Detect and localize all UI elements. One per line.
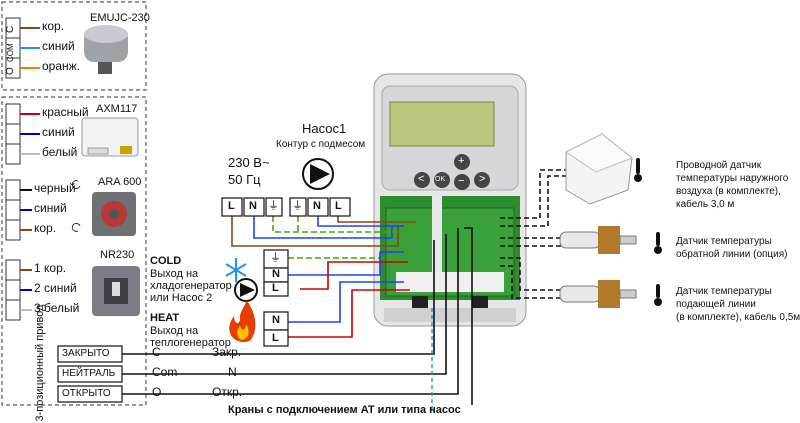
controller-left-button[interactable]: < — [418, 173, 425, 185]
snowflake-icon — [225, 258, 247, 282]
three-pos-title: 3-позиционный привод — [34, 304, 46, 422]
axm-wire-3: белый — [42, 145, 78, 159]
return-sensor-line-1: Датчик температуры — [676, 236, 772, 247]
three-pos-label-open: Откр. — [212, 385, 243, 399]
nr-wire-3: 3 белый — [34, 301, 80, 315]
cold-line-3: или Насос 2 — [150, 292, 213, 304]
supply-sensor-image — [559, 280, 637, 308]
cold-terminals — [263, 249, 289, 297]
three-pos-code-c: C — [152, 345, 161, 359]
controller-minus-button[interactable]: − — [458, 175, 465, 187]
nr-wire-2: 2 синий — [34, 281, 77, 295]
ara-name: ARA 600 — [98, 176, 142, 188]
heat-title: HEAT — [150, 312, 180, 324]
pump-title: Насос1 — [302, 121, 347, 136]
power-frequency: 50 Гц — [228, 172, 261, 187]
actuator-wires — [20, 27, 40, 311]
ara-wire-2: синий — [34, 201, 67, 215]
axm-name: AXM117 — [96, 103, 138, 115]
cold-term-ground: ⏚ — [270, 252, 281, 264]
three-pos-row-neutral: НЕЙТРАЛЬ — [62, 368, 116, 379]
ara-wire-1: черный — [34, 181, 76, 195]
outdoor-sensor-line-1: Проводной датчик — [676, 160, 762, 171]
pump-subtitle: Контур с подмесом — [276, 139, 366, 150]
heat-term-n: N — [272, 314, 280, 326]
heat-terminals — [263, 311, 289, 347]
rotation-arrows — [71, 180, 81, 232]
supply-sensor-line-1: Датчик температуры — [676, 286, 772, 297]
return-sensor-image — [559, 226, 637, 254]
frame-actuators — [1, 96, 147, 406]
controller-buttons — [414, 154, 490, 190]
heat-line-1: Выход на — [150, 325, 199, 337]
controller-body — [373, 73, 527, 327]
term-com: COM — [6, 43, 15, 62]
three-pos-code-o: O — [152, 385, 162, 399]
pump2-icon — [234, 278, 258, 302]
emujc-actuator-image — [84, 25, 128, 74]
ara-wire-3: кор. — [34, 221, 57, 235]
terminal-block-ara — [5, 179, 21, 241]
three-pos-boxes — [57, 345, 123, 403]
pump-term-ground: ⏚ — [292, 200, 303, 212]
bottom-caption: Краны с подключением AT или типа насос — [228, 404, 461, 416]
power-terminals — [221, 197, 283, 217]
nr-wire-1: 1 кор. — [34, 261, 67, 275]
power-term-ground: ⏚ — [268, 200, 279, 212]
three-pos-label-n: N — [228, 365, 237, 379]
outdoor-sensor-image — [565, 133, 633, 205]
emujc-wire-1: кор. — [42, 19, 65, 33]
three-pos-code-com: Com — [152, 365, 178, 379]
cold-term-l: L — [272, 282, 279, 294]
supply-sensor-line-2: подающей линии — [676, 299, 756, 310]
heat-term-l: L — [272, 332, 279, 344]
power-term-n: N — [249, 200, 257, 212]
power-voltage: 230 В~ — [228, 155, 270, 170]
axm-actuator-image — [81, 117, 139, 157]
pump-terminals — [289, 197, 351, 217]
cold-title: COLD — [150, 255, 182, 267]
term-o: O — [5, 67, 16, 75]
power-wiring — [231, 216, 416, 247]
heat-line-2: теплогенератор — [150, 337, 231, 349]
supply-sensor-line-3: (в комплекте), кабель 0,5м — [676, 312, 800, 323]
three-pos-row-open: ОТКРЫТО — [62, 388, 111, 399]
cold-line-2: хладогенератор — [150, 280, 232, 292]
three-pos-wiring — [122, 227, 473, 405]
controller-right-button[interactable]: > — [479, 173, 486, 185]
pump-term-n: N — [313, 200, 321, 212]
axm-wire-1: красный — [42, 105, 89, 119]
terminal-block-axm — [5, 103, 21, 165]
ara-actuator-image — [92, 192, 136, 236]
term-c: C — [5, 25, 16, 33]
outdoor-sensor-line-4: кабель 3,0 м — [676, 199, 735, 210]
axm-wire-2: синий — [42, 125, 75, 139]
thermometer-icon — [634, 158, 662, 306]
emujc-name: EMUJC-230 — [90, 12, 150, 24]
flame-icon — [229, 300, 256, 342]
relay-wiring — [288, 251, 410, 338]
cold-term-n: N — [272, 268, 280, 280]
diagram-canvas — [1, 1, 662, 413]
nr-name: NR230 — [100, 249, 135, 261]
power-term-l: L — [228, 200, 235, 212]
pump-icon — [302, 158, 334, 190]
three-pos-label-close: Закр. — [212, 345, 242, 359]
outdoor-sensor-line-2: температуры наружного — [676, 173, 789, 184]
emujc-wire-3: оранж. — [42, 59, 81, 73]
controller-plus-button[interactable]: + — [458, 155, 465, 167]
sensor-wiring — [500, 169, 574, 299]
pump-term-l: L — [335, 200, 342, 212]
emujc-wire-2: синий — [42, 39, 75, 53]
outdoor-sensor-line-3: воздуха (в комплекте), — [676, 186, 781, 197]
three-pos-row-close: ЗАКРЫТО — [62, 348, 110, 359]
controller-ok-button[interactable]: OK — [435, 176, 446, 183]
nr-actuator-image — [92, 266, 140, 316]
cold-line-1: Выход на — [150, 268, 199, 280]
return-sensor-line-2: обратной линии (опция) — [676, 249, 788, 260]
frame-emujc — [1, 1, 147, 91]
terminal-block-nr — [5, 259, 21, 321]
